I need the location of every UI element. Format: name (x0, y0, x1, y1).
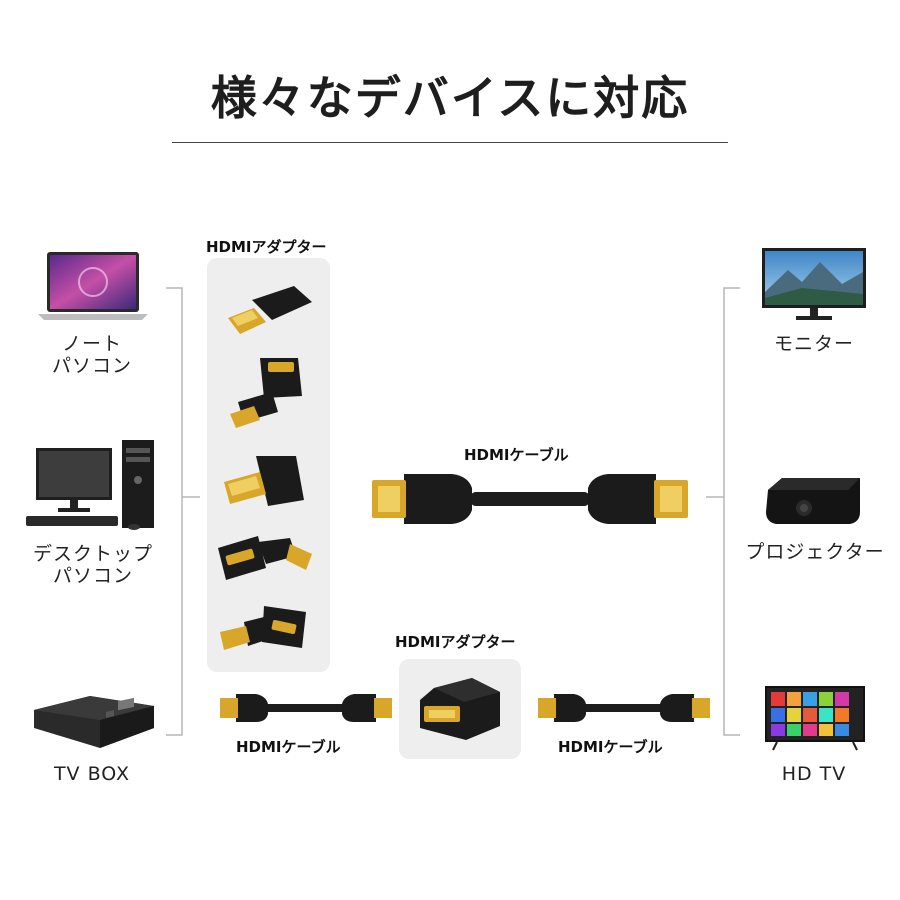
right-bracket (723, 287, 740, 736)
hdmi-coupler-icon (420, 678, 500, 740)
laptop-icon (38, 252, 148, 320)
monitor-label: モニター (773, 333, 854, 355)
laptop-label-line2: パソコン (51, 355, 132, 377)
main-cable-label: HDMIケーブル (464, 446, 569, 464)
side-angle-adapter-left-icon (218, 536, 312, 580)
short-hdmi-cable-right-icon (538, 694, 710, 722)
desktop-label-line2: パソコン (52, 565, 133, 587)
hdmi-cable-icon (372, 474, 688, 524)
projector-label: プロジェクター (745, 541, 885, 563)
desktop-pc-icon (26, 440, 154, 530)
hd-tv-label: HD TV (781, 763, 847, 785)
short-cable-right-label: HDMIケーブル (558, 738, 663, 756)
monitor-icon (762, 248, 866, 320)
angle-adapter-down-icon (224, 456, 304, 506)
tv-box-icon (34, 696, 154, 748)
coupler-label: HDMIアダプター (395, 633, 516, 651)
laptop-label-line1: ノート (61, 333, 122, 355)
angle-adapter-up-icon (230, 358, 302, 428)
short-cable-left-label: HDMIケーブル (236, 738, 341, 756)
left-bracket (166, 287, 183, 736)
hd-tv-icon (765, 686, 865, 751)
title-divider (172, 142, 728, 143)
page-title: 様々なデバイスに対応 (210, 71, 690, 125)
desktop-label-line1: デスクトップ (32, 543, 153, 565)
straight-adapter-icon (228, 286, 312, 334)
adapter-column-label: HDMIアダプター (206, 238, 327, 256)
projector-icon (766, 478, 860, 524)
short-hdmi-cable-left-icon (220, 694, 392, 722)
tv-box-label: TV BOX (53, 763, 131, 785)
side-angle-adapter-right-icon (220, 606, 306, 650)
